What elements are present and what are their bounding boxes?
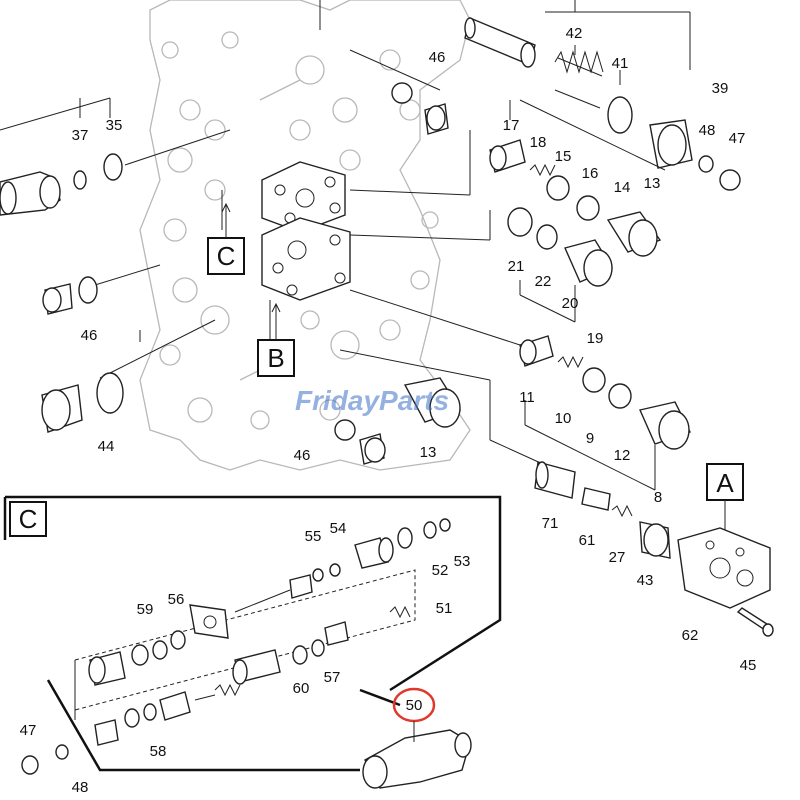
label-60: 60 [293,680,310,697]
o-ring-41 [607,96,633,134]
label-59: 59 [137,601,154,618]
inset-parts [21,518,451,775]
label-21: 21 [508,258,525,275]
o-ring-9 [582,367,606,393]
inset-frame: C [3,495,502,772]
spring-10 [557,355,584,369]
label-27: 27 [609,549,626,566]
plug-44 [41,372,124,433]
callout-box-B: B [257,302,295,377]
label-47-inset: 47 [20,722,37,739]
o-ring-46-top [391,82,413,104]
label-15: 15 [555,148,572,165]
label-45: 45 [740,657,757,674]
spring-18 [529,163,556,177]
label-71: 71 [542,515,559,532]
label-44: 44 [98,438,115,455]
label-16: 16 [582,165,599,182]
cover-block-62 [677,527,771,609]
label-61: 61 [579,532,596,549]
plug-8 [639,401,691,450]
label-37: 37 [72,127,89,144]
cartridge-50 [362,729,472,789]
o-ring-22 [536,224,558,250]
svg-text:C: C [217,241,236,271]
label-62: 62 [682,627,699,644]
label-41: 41 [612,55,629,72]
svg-text:A: A [716,468,734,498]
label-8: 8 [654,489,662,506]
bolt-45 [736,607,774,637]
valve-71 [534,461,576,499]
label-46-bottom: 46 [294,447,311,464]
poppet-11 [519,335,554,367]
label-17: 17 [503,117,520,134]
plug-39 [649,119,693,169]
o-ring-35 [103,153,123,181]
label-18: 18 [530,134,547,151]
label-12: 12 [614,447,631,464]
label-42: 42 [566,25,583,42]
label-47-top: 47 [729,130,746,147]
label-48-inset: 48 [72,779,89,796]
label-53: 53 [454,553,471,570]
label-57: 57 [324,669,341,686]
plug-13-lower [403,377,462,428]
label-54: 54 [330,520,347,537]
o-ring-21 [507,207,533,237]
sleeve-43 [639,521,671,559]
spool-61 [581,487,611,511]
label-46-top: 46 [429,49,446,66]
plug-46-bottom [359,433,386,465]
spring-27 [611,504,633,518]
label-14: 14 [614,179,631,196]
svg-text:C: C [19,504,38,534]
label-43: 43 [637,572,654,589]
label-39: 39 [712,80,729,97]
o-ring-37 [73,170,87,190]
label-52: 52 [432,562,449,579]
plug-14 [606,211,662,257]
o-ring-46-bottom [334,419,356,441]
label-55: 55 [305,528,322,545]
plug-20 [564,239,614,287]
poppet-17 [489,139,526,173]
plug-47 [719,169,741,191]
leader-lines [0,0,546,466]
spring-42 [554,50,604,109]
label-10: 10 [555,410,572,427]
spool-40 [464,17,536,68]
label-11: 11 [519,389,535,406]
label-48-top: 48 [699,122,716,139]
label-58: 58 [150,743,167,760]
label-13-lower: 13 [420,444,437,461]
o-ring-15 [546,175,570,201]
o-ring-16 [576,195,600,221]
svg-text:B: B [267,343,284,373]
plug-46-top [424,103,449,135]
label-56: 56 [168,591,185,608]
bracket-lines [509,0,691,491]
label-20: 20 [562,295,579,312]
label-22: 22 [535,273,552,290]
label-19: 19 [587,330,604,347]
label-35: 35 [106,117,123,134]
callout-box-A: A [706,463,744,535]
watermark-logo: FridayParts [295,385,449,416]
cover-plate-lower [261,217,351,301]
label-50: 50 [406,697,423,714]
valve-cartridge-left [0,171,61,216]
plug-46-left [42,276,98,315]
cover-plate-upper [261,161,346,233]
o-ring-48 [698,155,714,173]
label-13-top: 13 [644,175,661,192]
label-51: 51 [436,600,453,617]
callout-box-C: C [207,202,245,275]
label-46-left: 46 [81,327,98,344]
valve-body [139,0,471,471]
part-labels: 37 35 46 44 46 46 42 41 39 48 47 17 18 1… [20,25,757,796]
o-ring-12 [608,383,632,409]
label-9: 9 [586,430,594,447]
